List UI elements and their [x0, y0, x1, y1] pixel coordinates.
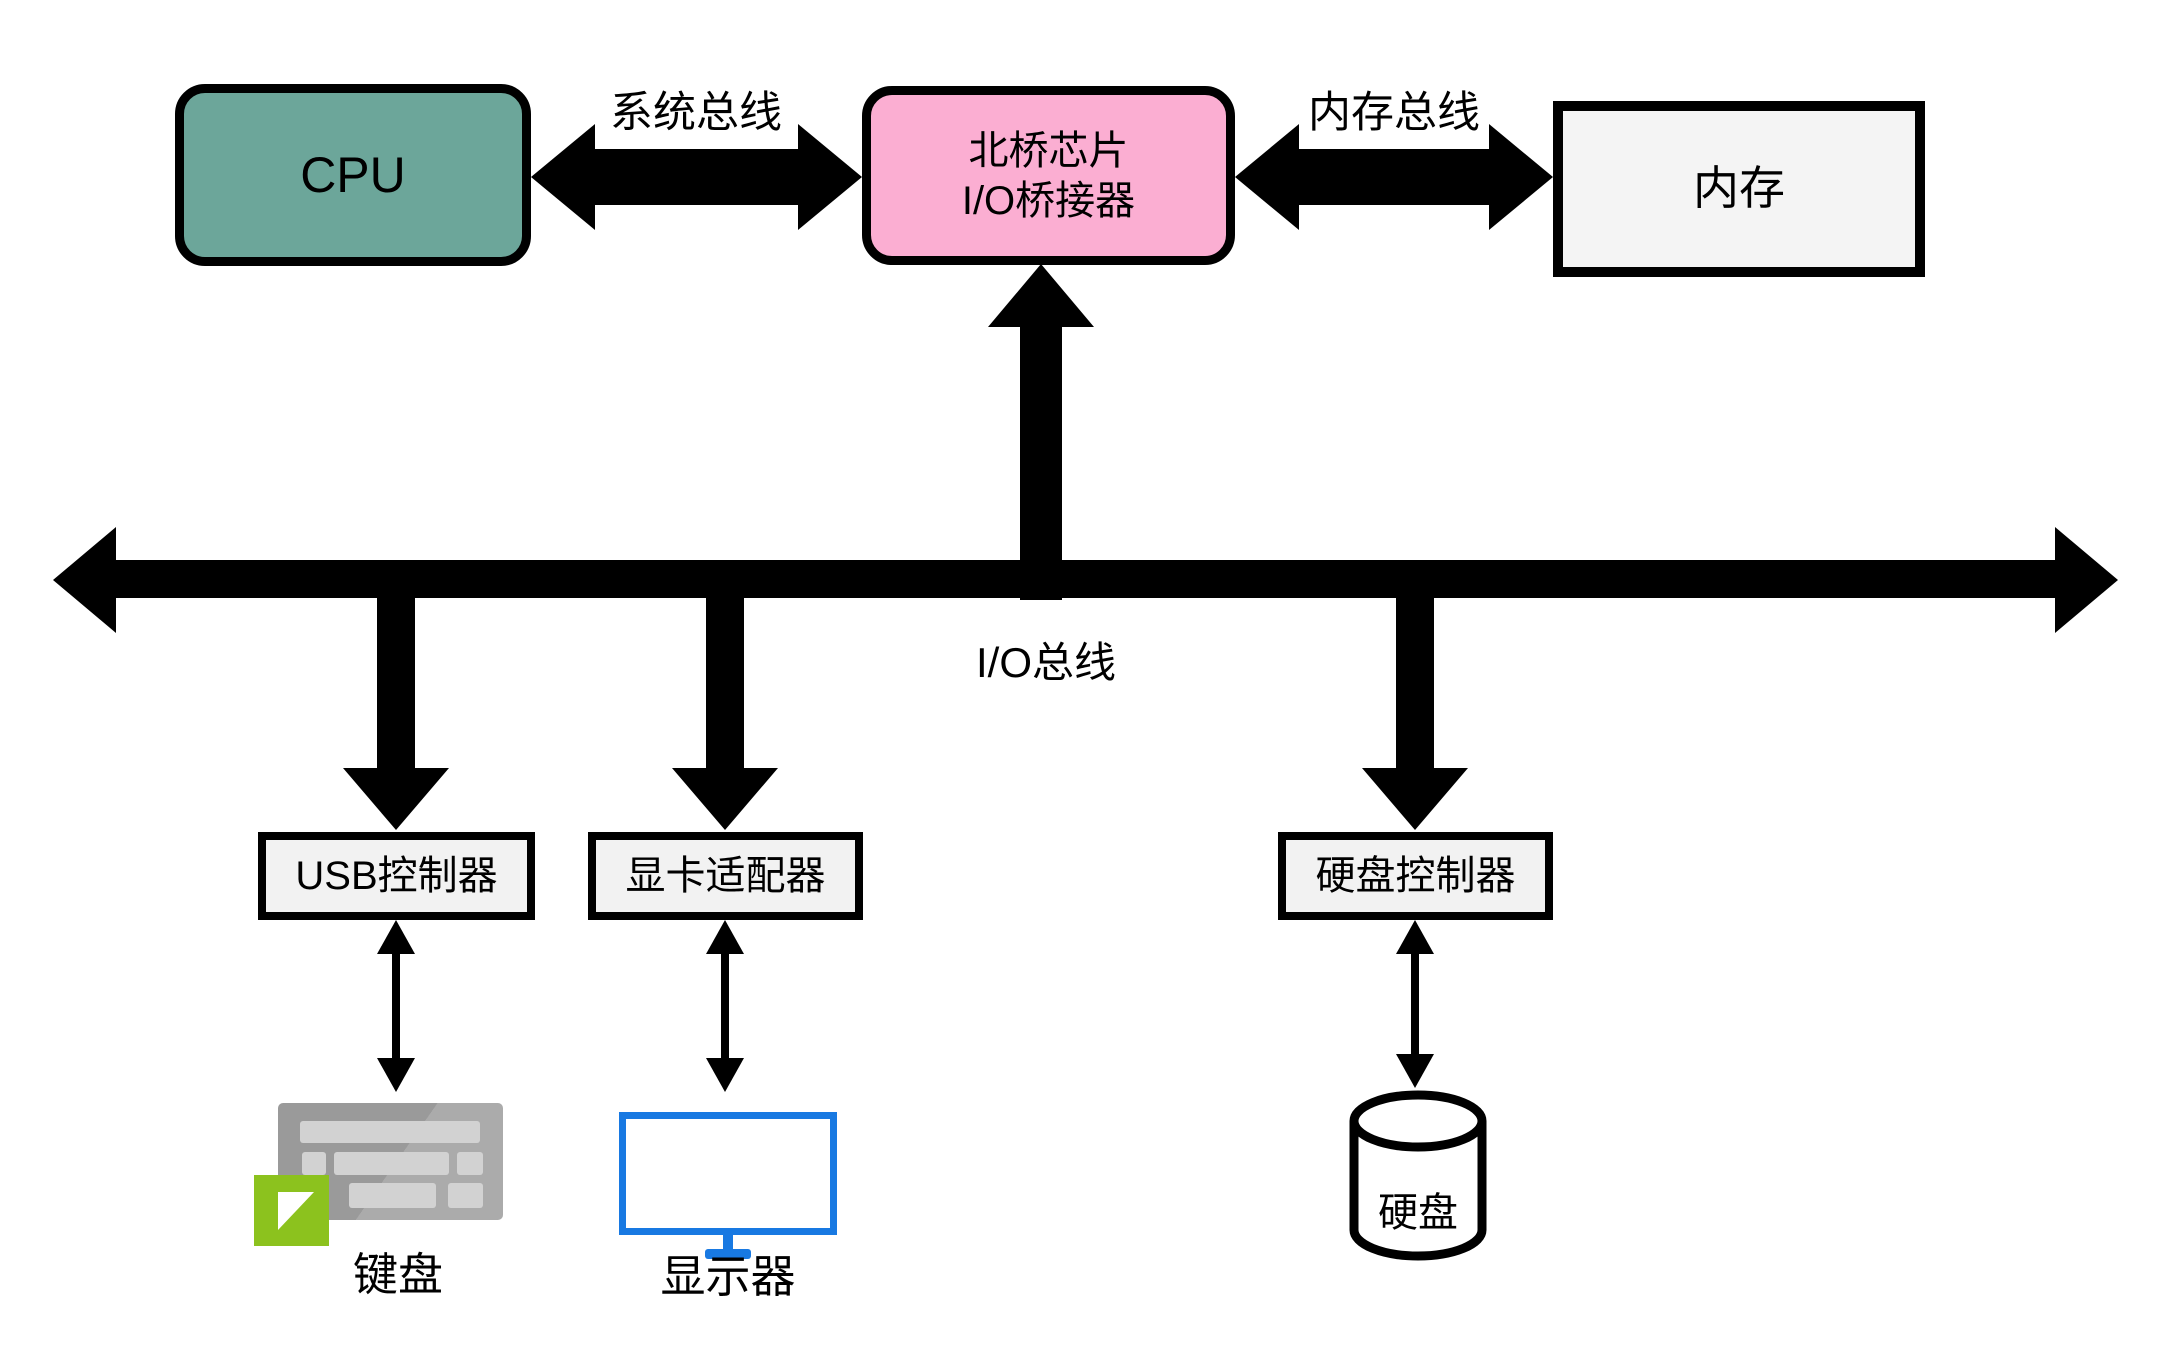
arrow-shaft — [1020, 322, 1062, 600]
keyboard-key — [448, 1183, 483, 1208]
keyboard-icon — [254, 1100, 504, 1248]
disk-controller-label: 硬盘控制器 — [1315, 854, 1516, 898]
arrow-shaft — [377, 560, 415, 774]
keyboard-key — [349, 1183, 436, 1208]
usb-branch-arrow — [343, 560, 449, 830]
monitor-stand-base — [705, 1249, 751, 1259]
io-bus-label: I/O总线 — [975, 639, 1116, 686]
arrow-down-head — [1362, 768, 1468, 830]
arrow-left-head — [531, 124, 595, 230]
keyboard-green-badge — [254, 1175, 329, 1246]
memory-label: 内存 — [1693, 162, 1785, 215]
arrow-shaft — [1411, 948, 1419, 1060]
arrow-shaft — [589, 149, 804, 205]
disk-controller-node: 硬盘控制器 — [1278, 832, 1553, 920]
arrow-shaft — [392, 948, 400, 1064]
arrow-down-head — [343, 768, 449, 830]
cpu-label: CPU — [300, 146, 406, 203]
monitor-stand-neck — [723, 1235, 733, 1251]
arrow-shaft — [721, 948, 729, 1064]
bus-shaft — [109, 560, 2062, 598]
io-bus-line — [53, 527, 2118, 633]
northbridge-label-line2: I/O桥接器 — [961, 178, 1136, 223]
memory-bus-arrow — [1235, 124, 1553, 230]
memory-bus-label: 内存总线 — [1308, 89, 1480, 137]
arrow-down-head — [706, 1058, 744, 1092]
disk-device-arrow — [1396, 920, 1434, 1088]
cpu-node: CPU — [175, 84, 531, 266]
arrow-right-head — [798, 124, 862, 230]
graphics-adapter-label: 显卡适配器 — [625, 854, 826, 898]
keyboard-body — [278, 1103, 503, 1220]
system-bus-arrow — [531, 124, 862, 230]
monitor-label: 显示器 — [660, 1251, 796, 1302]
usb-controller-node: USB控制器 — [258, 832, 535, 920]
hard-disk-label: 硬盘 — [1378, 1191, 1458, 1235]
disk-branch-arrow — [1362, 560, 1468, 830]
graphics-device-arrow — [706, 920, 744, 1092]
memory-node: 内存 — [1553, 101, 1925, 277]
arrow-down-head — [672, 768, 778, 830]
arrow-shaft — [1293, 149, 1495, 205]
monitor-icon — [619, 1112, 837, 1259]
arrow-right-head — [1489, 124, 1553, 230]
keyboard-badge-triangle — [278, 1192, 314, 1230]
keyboard-key — [300, 1121, 480, 1143]
system-bus-label: 系统总线 — [610, 89, 782, 137]
bus-left-head — [53, 527, 116, 633]
arrow-up-head — [988, 264, 1094, 327]
bus-right-head — [2055, 527, 2118, 633]
arrow-down-head — [377, 1058, 415, 1092]
arrow-shaft — [1396, 560, 1434, 774]
graphics-adapter-node: 显卡适配器 — [588, 832, 863, 920]
northbridge-label-line1: 北桥芯片 — [968, 128, 1129, 173]
monitor-screen — [619, 1112, 837, 1235]
arrow-shaft — [706, 560, 744, 774]
keyboard-key — [302, 1152, 326, 1175]
keyboard-key — [457, 1152, 483, 1175]
northbridge-io-arrow — [988, 264, 1095, 600]
cylinder-icon — [1349, 1090, 1487, 1261]
arrow-down-head — [1396, 1054, 1434, 1088]
graphics-branch-arrow — [672, 560, 778, 830]
keyboard-key — [334, 1152, 449, 1175]
usb-controller-label: USB控制器 — [295, 854, 498, 898]
arrow-left-head — [1235, 124, 1299, 230]
keyboard-label: 键盘 — [352, 1249, 443, 1300]
northbridge-node: 北桥芯片 I/O桥接器 — [862, 86, 1235, 265]
usb-device-arrow — [377, 920, 415, 1092]
